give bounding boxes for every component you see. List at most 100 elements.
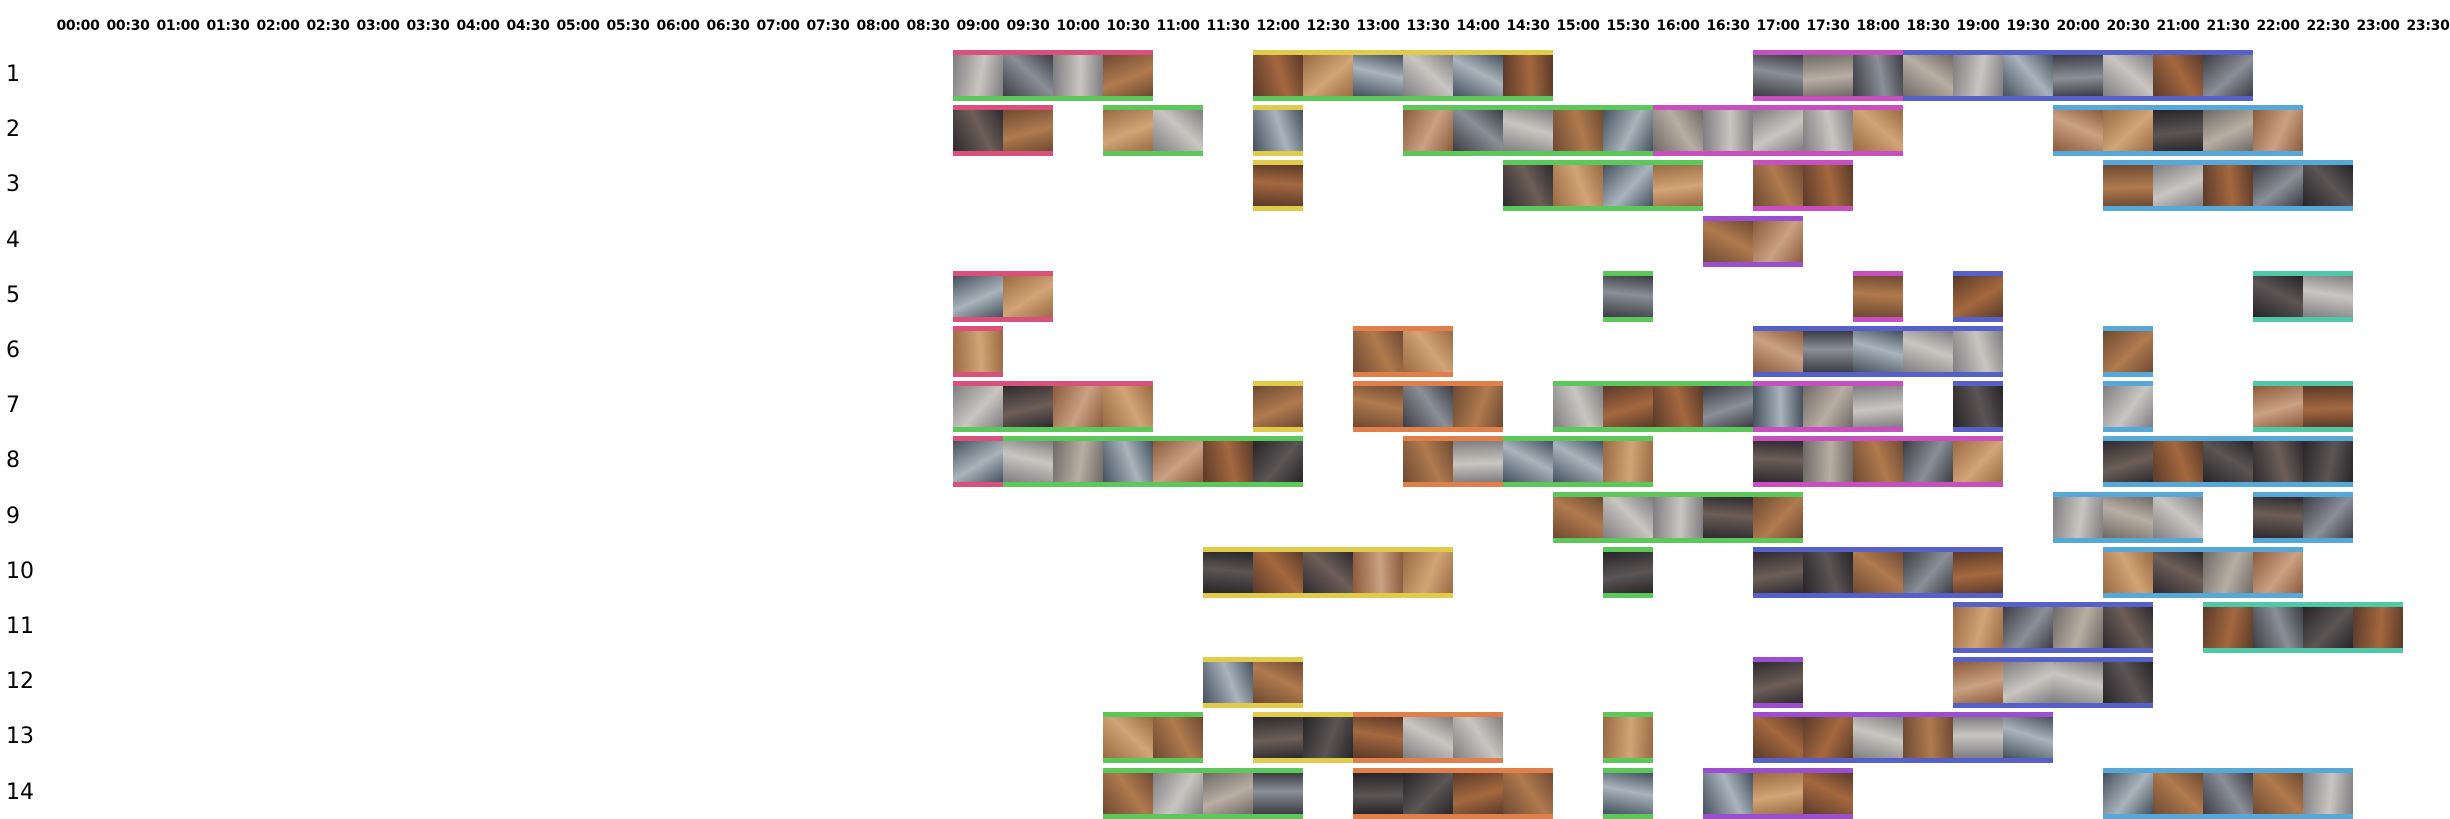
video-thumbnail[interactable] xyxy=(1953,275,2003,317)
video-thumbnail[interactable] xyxy=(1053,55,1104,96)
video-thumbnail[interactable] xyxy=(1403,331,1453,372)
activity-segment[interactable] xyxy=(1253,160,1303,212)
video-thumbnail[interactable] xyxy=(1753,55,1804,96)
video-thumbnail[interactable] xyxy=(1753,165,1804,207)
video-thumbnail[interactable] xyxy=(1303,551,1354,593)
video-thumbnail[interactable] xyxy=(1653,165,1703,207)
video-thumbnail[interactable] xyxy=(2303,607,2354,648)
activity-segment[interactable] xyxy=(2103,326,2153,377)
video-thumbnail[interactable] xyxy=(1753,772,1804,814)
activity-segment[interactable] xyxy=(1353,326,1453,377)
activity-segment[interactable] xyxy=(953,270,1053,322)
video-thumbnail[interactable] xyxy=(2153,496,2203,538)
activity-segment[interactable] xyxy=(1103,767,1303,819)
video-thumbnail[interactable] xyxy=(1603,441,1653,483)
video-thumbnail[interactable] xyxy=(2103,331,2153,372)
video-thumbnail[interactable] xyxy=(1253,717,1304,759)
video-thumbnail[interactable] xyxy=(2303,496,2353,538)
video-thumbnail[interactable] xyxy=(1603,110,1653,152)
video-thumbnail[interactable] xyxy=(1203,551,1254,593)
video-thumbnail[interactable] xyxy=(1903,331,1954,372)
video-thumbnail[interactable] xyxy=(1453,55,1504,96)
video-thumbnail[interactable] xyxy=(1603,386,1654,428)
video-thumbnail[interactable] xyxy=(1953,662,2004,704)
video-thumbnail[interactable] xyxy=(2103,772,2154,814)
activity-segment[interactable] xyxy=(2103,381,2153,433)
video-thumbnail[interactable] xyxy=(2053,496,2104,538)
video-thumbnail[interactable] xyxy=(1753,220,1803,262)
video-thumbnail[interactable] xyxy=(1353,772,1404,814)
video-thumbnail[interactable] xyxy=(1503,165,1554,207)
video-thumbnail[interactable] xyxy=(1103,717,1154,759)
video-thumbnail[interactable] xyxy=(1803,331,1854,372)
activity-segment[interactable] xyxy=(2203,602,2403,653)
video-thumbnail[interactable] xyxy=(953,55,1004,96)
video-thumbnail[interactable] xyxy=(1253,551,1304,593)
video-thumbnail[interactable] xyxy=(2103,55,2154,96)
video-thumbnail[interactable] xyxy=(1453,110,1504,152)
video-thumbnail[interactable] xyxy=(1603,717,1653,759)
video-thumbnail[interactable] xyxy=(1703,110,1754,152)
video-thumbnail[interactable] xyxy=(1003,386,1054,428)
video-thumbnail[interactable] xyxy=(1753,441,1804,483)
video-thumbnail[interactable] xyxy=(2153,551,2204,593)
activity-segment[interactable] xyxy=(1353,381,1503,433)
video-thumbnail[interactable] xyxy=(1103,110,1154,152)
activity-segment[interactable] xyxy=(1953,657,2153,709)
activity-segment[interactable] xyxy=(2053,105,2303,157)
activity-segment[interactable] xyxy=(2103,436,2353,488)
video-thumbnail[interactable] xyxy=(1953,386,2003,428)
video-thumbnail[interactable] xyxy=(1653,386,1704,428)
video-thumbnail[interactable] xyxy=(953,331,1003,372)
video-thumbnail[interactable] xyxy=(1803,441,1854,483)
video-thumbnail[interactable] xyxy=(1503,110,1554,152)
activity-segment[interactable] xyxy=(1253,50,1553,101)
video-thumbnail[interactable] xyxy=(1603,275,1653,317)
video-thumbnail[interactable] xyxy=(2103,441,2154,483)
activity-segment[interactable] xyxy=(1103,105,1203,157)
video-thumbnail[interactable] xyxy=(1403,110,1454,152)
video-thumbnail[interactable] xyxy=(2103,662,2153,704)
activity-segment[interactable] xyxy=(1753,50,1903,101)
video-thumbnail[interactable] xyxy=(1753,717,1804,759)
activity-segment[interactable] xyxy=(1953,270,2003,322)
video-thumbnail[interactable] xyxy=(1553,110,1604,152)
video-thumbnail[interactable] xyxy=(2303,772,2353,814)
video-thumbnail[interactable] xyxy=(1653,110,1704,152)
video-thumbnail[interactable] xyxy=(2203,551,2254,593)
video-thumbnail[interactable] xyxy=(2253,772,2304,814)
video-thumbnail[interactable] xyxy=(2103,551,2154,593)
video-thumbnail[interactable] xyxy=(1253,662,1303,704)
video-thumbnail[interactable] xyxy=(2253,551,2303,593)
activity-segment[interactable] xyxy=(1953,381,2003,433)
video-thumbnail[interactable] xyxy=(1903,441,1954,483)
video-thumbnail[interactable] xyxy=(1753,386,1804,428)
video-thumbnail[interactable] xyxy=(1853,275,1903,317)
video-thumbnail[interactable] xyxy=(1353,331,1404,372)
activity-segment[interactable] xyxy=(1753,436,2003,488)
video-thumbnail[interactable] xyxy=(2253,110,2303,152)
activity-segment[interactable] xyxy=(1103,712,1203,764)
video-thumbnail[interactable] xyxy=(1503,772,1553,814)
activity-segment[interactable] xyxy=(1403,105,1653,157)
video-thumbnail[interactable] xyxy=(1703,386,1753,428)
video-thumbnail[interactable] xyxy=(1803,386,1854,428)
video-thumbnail[interactable] xyxy=(2203,607,2254,648)
activity-segment[interactable] xyxy=(1703,215,1803,267)
video-thumbnail[interactable] xyxy=(1003,55,1054,96)
video-thumbnail[interactable] xyxy=(2253,386,2304,428)
activity-segment[interactable] xyxy=(1753,326,2003,377)
video-thumbnail[interactable] xyxy=(1253,165,1303,207)
video-thumbnail[interactable] xyxy=(1553,386,1604,428)
activity-segment[interactable] xyxy=(2053,491,2203,543)
activity-segment[interactable] xyxy=(1753,381,1903,433)
video-thumbnail[interactable] xyxy=(2053,662,2104,704)
activity-segment[interactable] xyxy=(2103,767,2353,819)
activity-segment[interactable] xyxy=(1253,381,1303,433)
activity-segment[interactable] xyxy=(1353,767,1553,819)
video-thumbnail[interactable] xyxy=(2003,662,2054,704)
activity-segment[interactable] xyxy=(1003,436,1303,488)
video-thumbnail[interactable] xyxy=(1753,110,1804,152)
video-thumbnail[interactable] xyxy=(953,275,1004,317)
video-thumbnail[interactable] xyxy=(2253,441,2304,483)
